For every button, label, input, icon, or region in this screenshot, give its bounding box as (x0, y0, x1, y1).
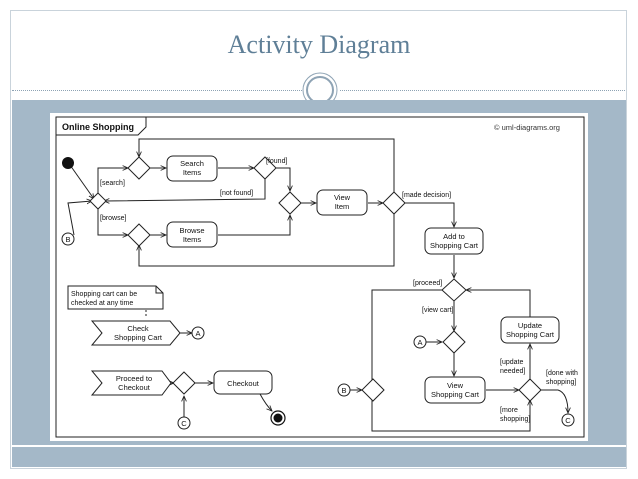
merge-node-view (278, 191, 302, 215)
action-view-item (316, 189, 368, 216)
guard-proceed: [proceed] (413, 280, 442, 287)
action-add-to-cart (424, 227, 484, 255)
action-boxes (166, 155, 560, 404)
edge-found (276, 167, 290, 191)
diagram-frame (55, 116, 585, 438)
guard-view-cart: [view cart] (422, 307, 454, 314)
edge-browse-to-merge (218, 215, 290, 236)
frame-label: Online Shopping (62, 122, 134, 132)
edge-lines (67, 138, 568, 432)
edge-proceed-to-bottom (371, 289, 530, 432)
guard-browse: [browse] (100, 215, 127, 222)
connector-c-end (561, 413, 575, 427)
search-items-line2: Items (183, 168, 202, 177)
guard-not-found: [not found] (220, 190, 253, 197)
signal-shapes (90, 320, 181, 396)
copyright-text: © uml-diagrams.org (494, 123, 560, 132)
merge-node-view-cart (442, 330, 466, 354)
edge-browse (97, 209, 128, 235)
action-view-cart (424, 376, 486, 404)
connector-b-end (337, 383, 351, 397)
frame-label-tab (56, 117, 147, 136)
connector-a-out (191, 326, 205, 340)
merge-node-browse (127, 223, 151, 247)
edge-done-with-shopping (541, 389, 568, 413)
signal-check-cart (90, 320, 181, 346)
connector-c-in-label: C (181, 419, 187, 428)
note-line2: checked at any time (71, 300, 133, 307)
view-item-line2: Item (335, 202, 350, 211)
edge-to-final (259, 393, 272, 411)
view-cart-line2: Shopping Cart (431, 390, 480, 399)
connector-b-start (61, 232, 75, 246)
add-to-cart-line2: Shopping Cart (430, 241, 479, 250)
edge-search (97, 168, 128, 201)
edge-loop-bottom (139, 214, 395, 267)
connector-a-in-label: A (417, 338, 422, 347)
connector-b-end-label: B (341, 386, 346, 395)
connector-circles (61, 232, 575, 430)
add-to-cart-line1: Add to (443, 232, 465, 241)
search-items-line1: Search (180, 159, 204, 168)
connector-a-out-label: A (195, 329, 200, 338)
decision-node-proceed (441, 278, 467, 302)
title-rule-left (12, 90, 304, 91)
check-cart-line2: Shopping Cart (114, 333, 163, 342)
decision-node-made (382, 191, 406, 215)
decision-node-found (253, 156, 277, 180)
view-cart-line1: View (447, 381, 464, 390)
guard-more-line1: [more (500, 407, 518, 414)
final-node (270, 410, 286, 426)
footer-band (12, 447, 626, 467)
slide-title: Activity Diagram (227, 30, 411, 59)
guard-done-line2: shopping] (546, 379, 576, 386)
connector-c-in (177, 416, 191, 430)
edge-b-to-merge (67, 201, 92, 236)
edge-made-decision (405, 202, 454, 227)
edge-loop-top (139, 138, 395, 192)
title-rule-right (340, 90, 625, 91)
merge-node-search (127, 156, 151, 180)
activity-diagram: Online Shopping © uml-diagrams.org (50, 113, 588, 441)
update-cart-line2: Shopping Cart (506, 330, 555, 339)
action-checkout (213, 370, 273, 395)
browse-items-line1: Browse (179, 226, 204, 235)
note-line1: Shopping cart can be (71, 291, 137, 298)
edge-not-found (104, 179, 266, 201)
guard-more-line2: shopping] (500, 416, 530, 423)
action-browse-items (166, 221, 218, 248)
view-item-line1: View (334, 193, 351, 202)
guard-made-decision: [made decision] (402, 192, 451, 199)
proceed-checkout-line1: Proceed to (116, 374, 152, 383)
decision-nodes (89, 156, 542, 402)
merge-node-start (89, 192, 107, 210)
update-cart-line1: Update (518, 321, 542, 330)
guard-done-line1: [done with (546, 370, 578, 377)
guard-update-needed-line1: [update (500, 359, 523, 366)
checkout-label: Checkout (227, 379, 260, 388)
signal-proceed-checkout (90, 370, 172, 396)
decision-node-update (518, 378, 542, 402)
proceed-checkout-line2: Checkout (118, 383, 151, 392)
guard-update-needed-line2: needed] (500, 368, 525, 375)
initial-node (62, 157, 74, 169)
merge-node-checkout (172, 371, 196, 395)
diagram-canvas: Online Shopping © uml-diagrams.org (55, 116, 585, 438)
merge-node-bottom (361, 378, 385, 402)
guard-search: [search] (100, 180, 125, 187)
edge-update-loop (466, 290, 531, 317)
edge-start-to-merge (69, 164, 94, 199)
connector-c-end-label: C (565, 416, 571, 425)
action-search-items (166, 155, 218, 182)
note-shape (67, 285, 164, 310)
guard-found: [found] (266, 158, 287, 165)
connector-b-start-label: B (65, 235, 70, 244)
check-cart-line1: Check (127, 324, 149, 333)
connector-a-in (413, 335, 427, 349)
action-update-cart (500, 316, 560, 344)
browse-items-line2: Items (183, 235, 202, 244)
